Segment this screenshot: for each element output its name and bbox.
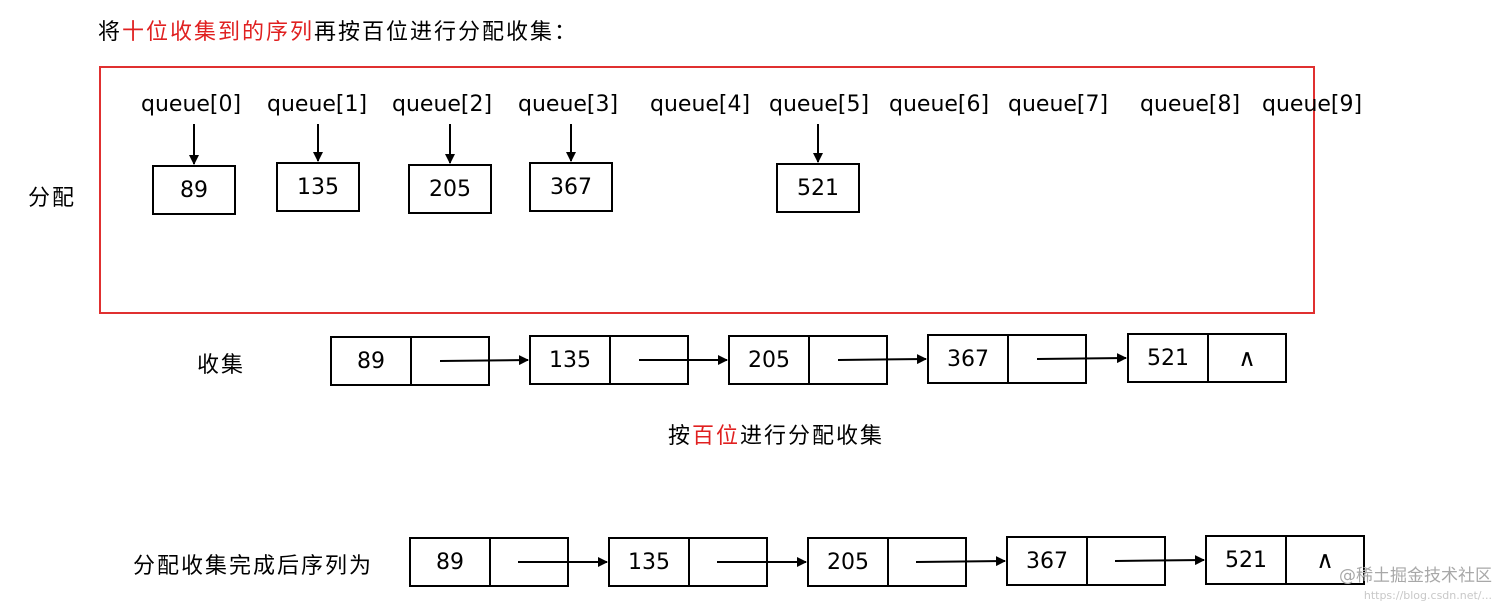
title-highlight: 十位收集到的序列 xyxy=(122,20,315,45)
result-node-3: 205 xyxy=(807,537,967,587)
collect-label: 收集 xyxy=(197,353,246,378)
queue-item-3: 367 xyxy=(529,162,613,212)
queue-item-1: 135 xyxy=(276,162,360,212)
null-pointer: ∧ xyxy=(1316,546,1334,574)
queue-label-2: queue[2] xyxy=(392,92,493,117)
collect-node-5: 521 ∧ xyxy=(1127,333,1287,383)
watermark-url: https://blog.csdn.net/... xyxy=(1363,589,1492,602)
caption-suffix: 进行分配收集 xyxy=(740,424,885,449)
page-title: 将十位收集到的序列再按百位进行分配收集： xyxy=(98,14,578,46)
result-link-4 xyxy=(1114,555,1205,566)
distribute-label: 分配 xyxy=(28,186,77,211)
distribution-frame xyxy=(99,66,1315,314)
node-value: 89 xyxy=(332,338,412,384)
node-value: 521 xyxy=(1207,537,1287,583)
result-node-4: 367 xyxy=(1006,536,1166,586)
collect-node-3: 205 xyxy=(728,335,888,385)
queue-label-5: queue[5] xyxy=(769,92,870,117)
collect-link-4 xyxy=(1036,353,1127,364)
queue-label-6: queue[6] xyxy=(889,92,990,117)
node-value: 135 xyxy=(610,539,690,585)
queue-item-2: 205 xyxy=(408,164,492,214)
title-suffix: 再按百位进行分配收集： xyxy=(314,20,579,45)
node-value: 135 xyxy=(531,337,611,383)
queue-item-0: 89 xyxy=(152,165,236,215)
node-value: 367 xyxy=(929,336,1009,382)
node-value: 205 xyxy=(809,539,889,585)
node-value: 521 xyxy=(1129,335,1209,381)
caption-highlight: 百位 xyxy=(692,424,741,449)
collect-link-3 xyxy=(837,354,927,365)
result-node-5: 521 ∧ xyxy=(1205,535,1365,585)
queue-label-8: queue[8] xyxy=(1140,92,1241,117)
node-value: 205 xyxy=(730,337,810,383)
result-link-3 xyxy=(915,556,1006,567)
caption-prefix: 按 xyxy=(668,424,693,449)
collect-link-1 xyxy=(439,355,529,366)
queue-label-9: queue[9] xyxy=(1262,92,1363,117)
queue-label-0: queue[0] xyxy=(141,92,242,117)
queue-label-3: queue[3] xyxy=(518,92,619,117)
watermark: @稀土掘金技术社区 xyxy=(1339,566,1492,586)
queue-label-4: queue[4] xyxy=(650,92,751,117)
title-prefix: 将 xyxy=(98,20,123,45)
null-pointer: ∧ xyxy=(1238,344,1256,372)
node-value: 367 xyxy=(1008,538,1088,584)
queue-item-5: 521 xyxy=(776,163,860,213)
queue-label-1: queue[1] xyxy=(267,92,368,117)
node-value: 89 xyxy=(411,539,491,585)
queue-label-7: queue[7] xyxy=(1008,92,1109,117)
result-label: 分配收集完成后序列为 xyxy=(133,554,374,579)
caption: 按百位进行分配收集 xyxy=(668,418,884,450)
